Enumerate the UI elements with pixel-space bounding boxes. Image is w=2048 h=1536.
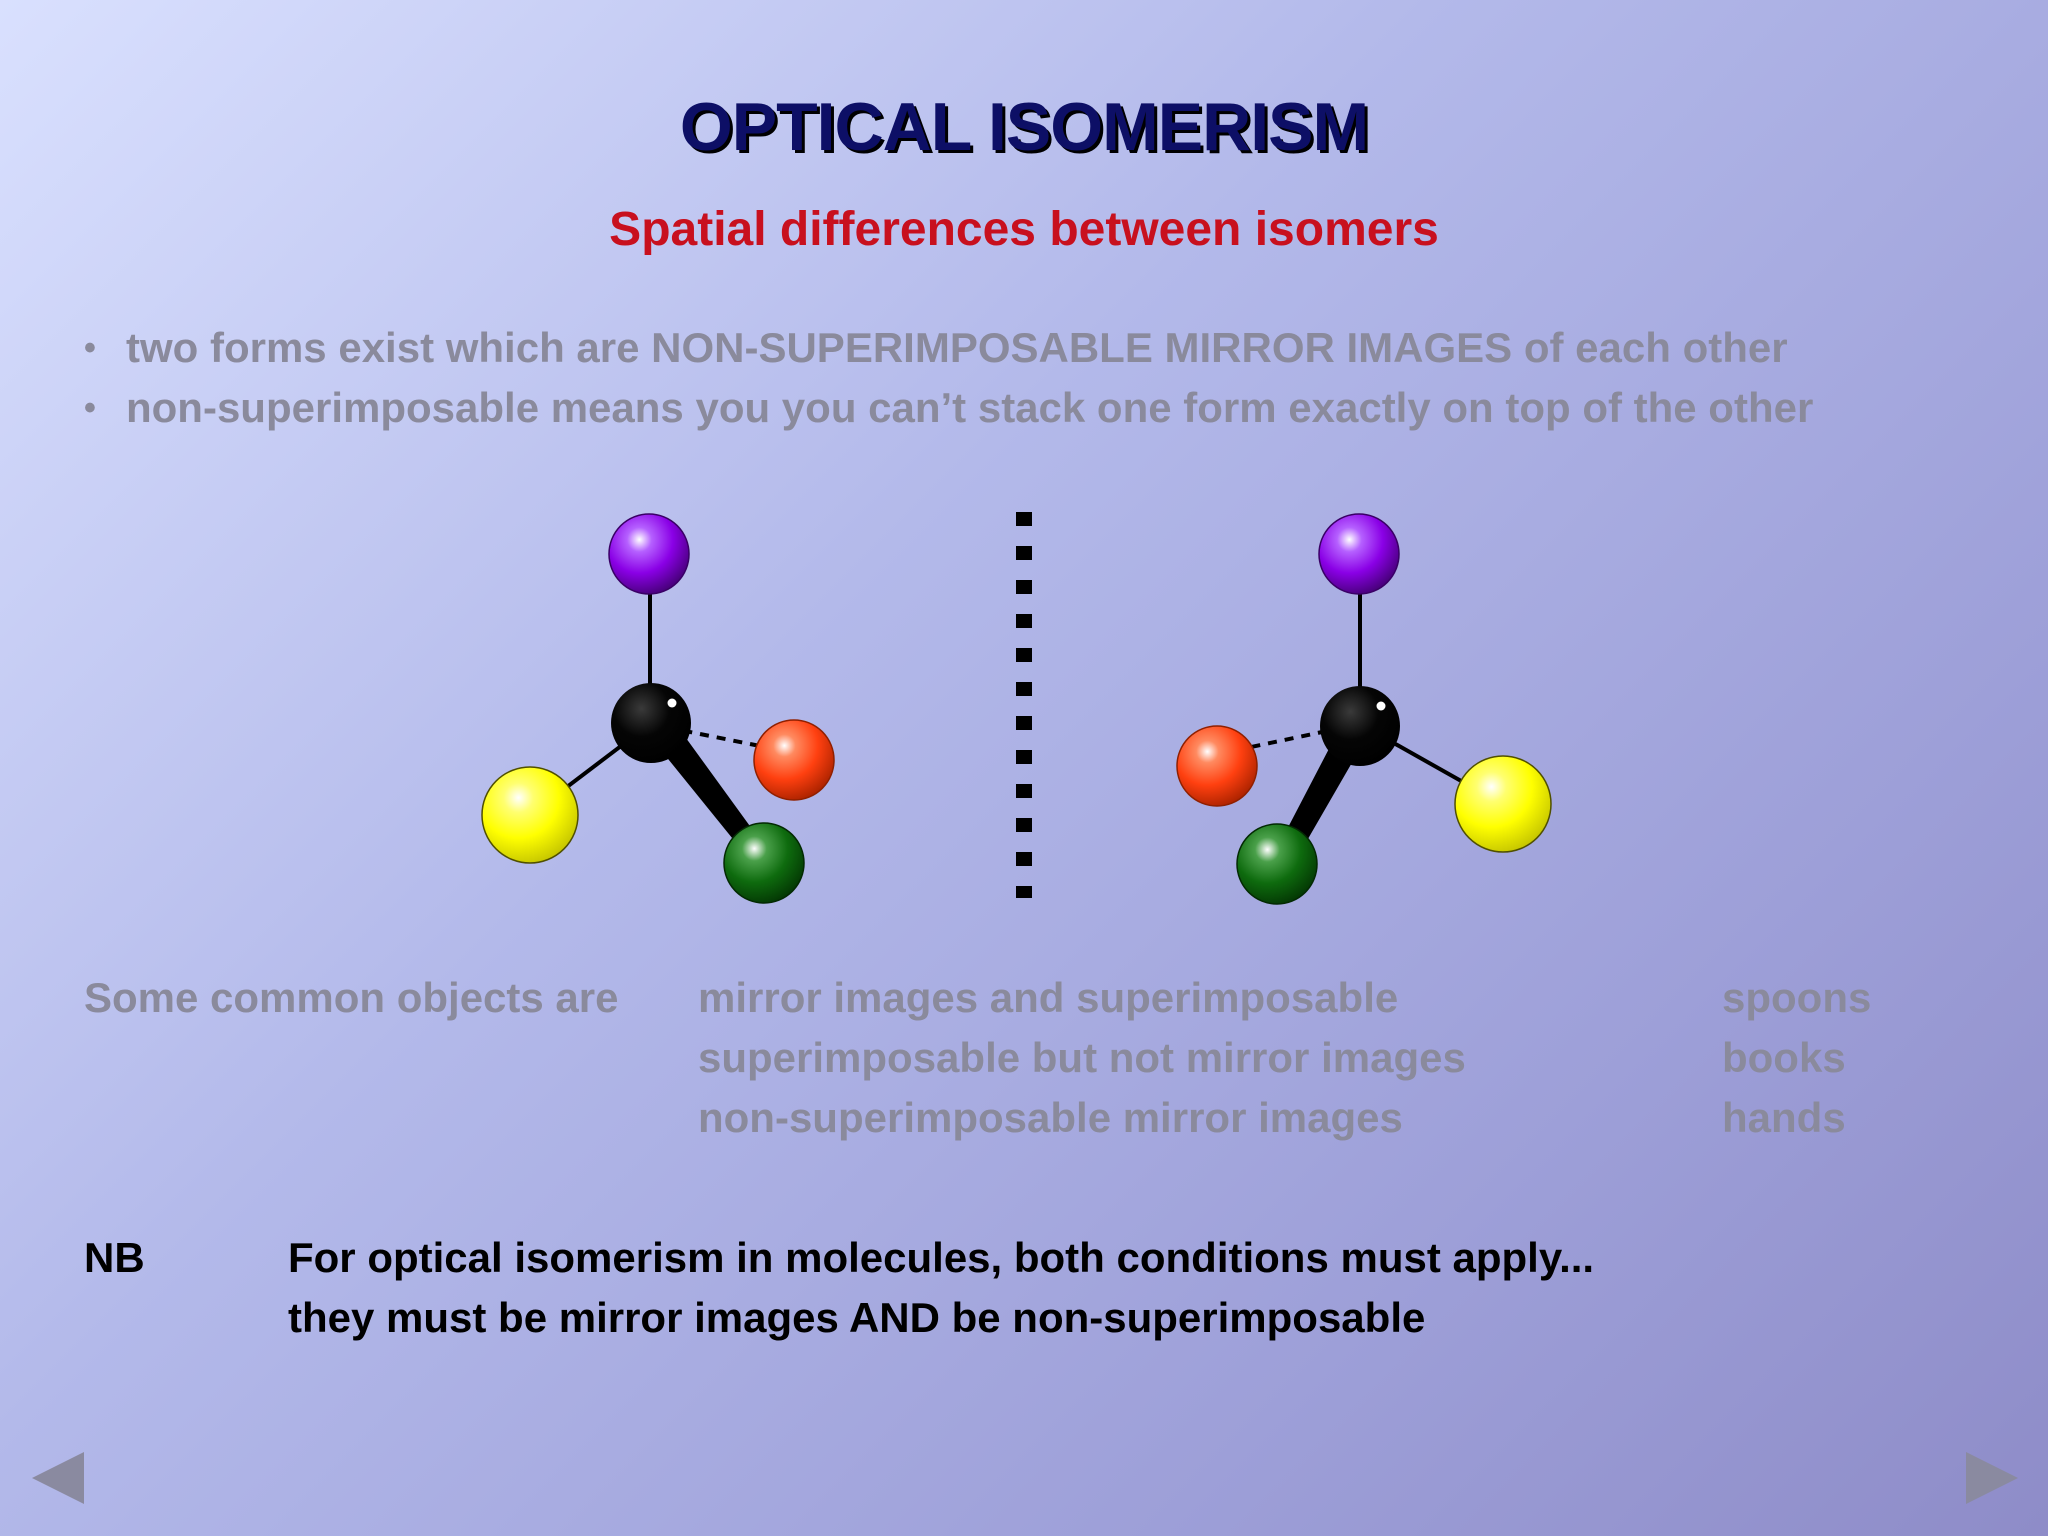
atom-green <box>1236 823 1318 905</box>
bullet-text: two forms exist which are NON-SUPERIMPOS… <box>126 324 1788 371</box>
atom-purple <box>608 513 690 595</box>
atom-yellow <box>481 766 579 864</box>
common-objects-lead: Some common objects are <box>84 974 619 1021</box>
note-line: For optical isomerism in molecules, both… <box>288 1234 1595 1281</box>
atom-carbon <box>1320 686 1400 766</box>
bullet-icon: • <box>84 329 96 367</box>
prev-slide-button[interactable] <box>32 1452 84 1504</box>
note-line: they must be mirror images AND be non-su… <box>288 1294 1426 1341</box>
atom-red <box>753 719 835 801</box>
atom-carbon <box>611 683 691 763</box>
object-example: books <box>1722 1034 1846 1081</box>
bullet-icon: • <box>84 389 96 427</box>
list-item: • non-superimposable means you you can’t… <box>84 378 2024 438</box>
left-enantiomer <box>481 513 835 904</box>
object-description: mirror images and superimposable <box>698 974 1399 1021</box>
atom-yellow <box>1454 755 1552 853</box>
object-example: hands <box>1722 1094 1846 1141</box>
page-subtitle: Spatial differences between isomers <box>609 203 1439 256</box>
common-objects-descriptions: mirror images and superimposable superim… <box>698 968 1466 1148</box>
atom-purple <box>1318 513 1400 595</box>
list-item: • two forms exist which are NON-SUPERIMP… <box>84 318 2024 378</box>
note-label: NB <box>84 1234 145 1281</box>
page-title: OPTICAL ISOMERISM <box>679 89 1369 165</box>
atom-green <box>723 822 805 904</box>
right-enantiomer <box>1176 513 1552 905</box>
bullet-text: non-superimposable means you you can’t s… <box>126 384 1814 431</box>
object-description: non-superimposable mirror images <box>698 1094 1403 1141</box>
object-description: superimposable but not mirror images <box>698 1034 1466 1081</box>
note-text: For optical isomerism in molecules, both… <box>288 1228 1594 1348</box>
molecule-diagram <box>481 512 1552 905</box>
object-example: spoons <box>1722 974 1872 1021</box>
bullet-list: • two forms exist which are NON-SUPERIMP… <box>84 318 2024 438</box>
atom-red <box>1176 725 1258 807</box>
atom-highlight <box>667 698 677 708</box>
atom-highlight <box>1376 701 1386 711</box>
next-slide-button[interactable] <box>1966 1452 2018 1504</box>
common-objects-examples: spoons books hands <box>1722 968 1871 1148</box>
